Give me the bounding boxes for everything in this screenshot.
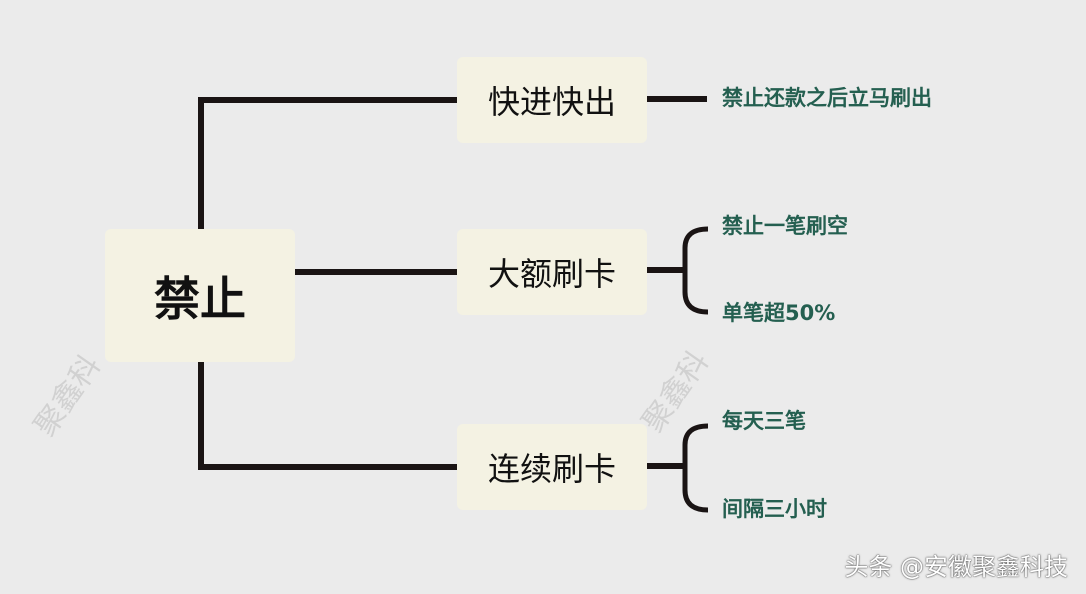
connector-cat-3-bracket <box>682 423 709 513</box>
leaf-item-continuous-2: 间隔三小时 <box>722 497 827 521</box>
leaf-item-large-amount-2: 单笔超50% <box>722 301 836 325</box>
connector-cat-2-bracket <box>682 226 709 315</box>
category-node-large-amount: 大额刷卡 <box>457 229 647 315</box>
leaf-item-fast-in-out-1: 禁止还款之后立马刷出 <box>722 86 932 110</box>
root-node: 禁止 <box>105 229 295 362</box>
category-node-fast-in-out: 快进快出 <box>457 57 647 143</box>
leaf-item-large-amount-1: 禁止一笔刷空 <box>722 214 848 238</box>
footer-credit: 头条 @安徽聚鑫科技 <box>844 553 1068 581</box>
leaf-item-continuous-1: 每天三笔 <box>722 409 806 433</box>
category-node-continuous: 连续刷卡 <box>457 424 647 510</box>
